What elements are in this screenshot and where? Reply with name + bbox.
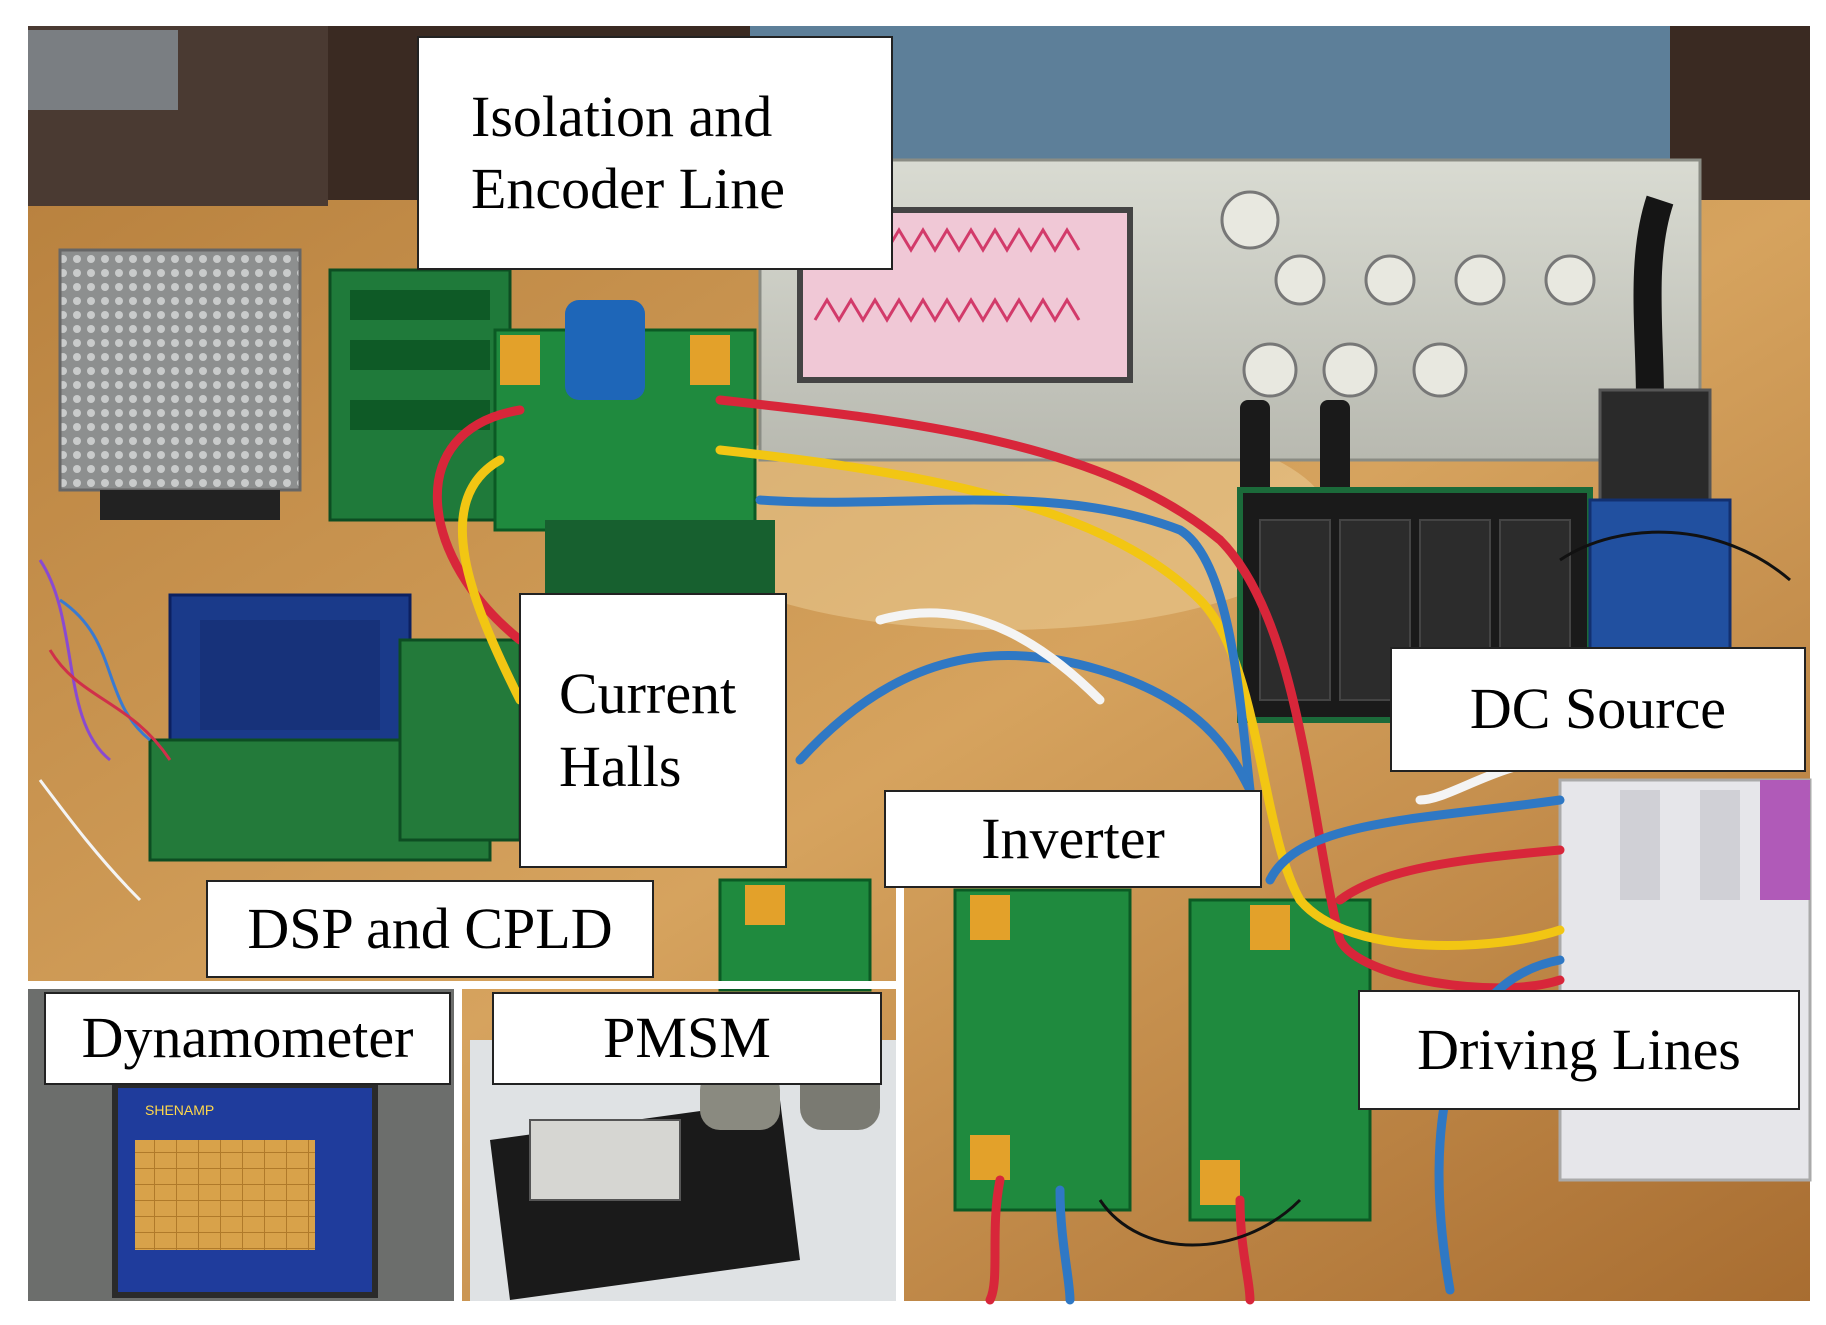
label-driving-lines: Driving Lines [1358,990,1800,1110]
label-dsp-and-cpld: DSP and CPLD [206,880,654,978]
db-connector [1598,388,1712,502]
scope-knobs [1220,190,1596,398]
small-board [718,878,872,992]
pmsm-connector [700,1070,780,1130]
db-cable [1633,195,1674,401]
dynamometer-grid [135,1140,315,1250]
hall-sensor [565,300,645,400]
label-isolation-encoder-line: Isolation and Encoder Line [417,36,893,270]
label-dc-source: DC Source [1390,647,1806,772]
thin-wires [38,530,1791,1247]
label-current-halls: Current Halls [519,593,787,868]
dc-source-driver [1588,498,1732,652]
power-terminals [100,490,280,520]
fuse-left [500,335,540,385]
dynamometer-readout: SHENAMP [145,1102,214,1118]
power-supply [58,248,302,492]
fuse-right [690,335,730,385]
label-inverter: Inverter [884,790,1262,888]
label-pmsm: PMSM [492,992,882,1085]
pmsm-nameplate [529,1119,681,1201]
label-dynamometer: Dynamometer [44,992,451,1085]
scope-trace-2 [813,297,1081,323]
